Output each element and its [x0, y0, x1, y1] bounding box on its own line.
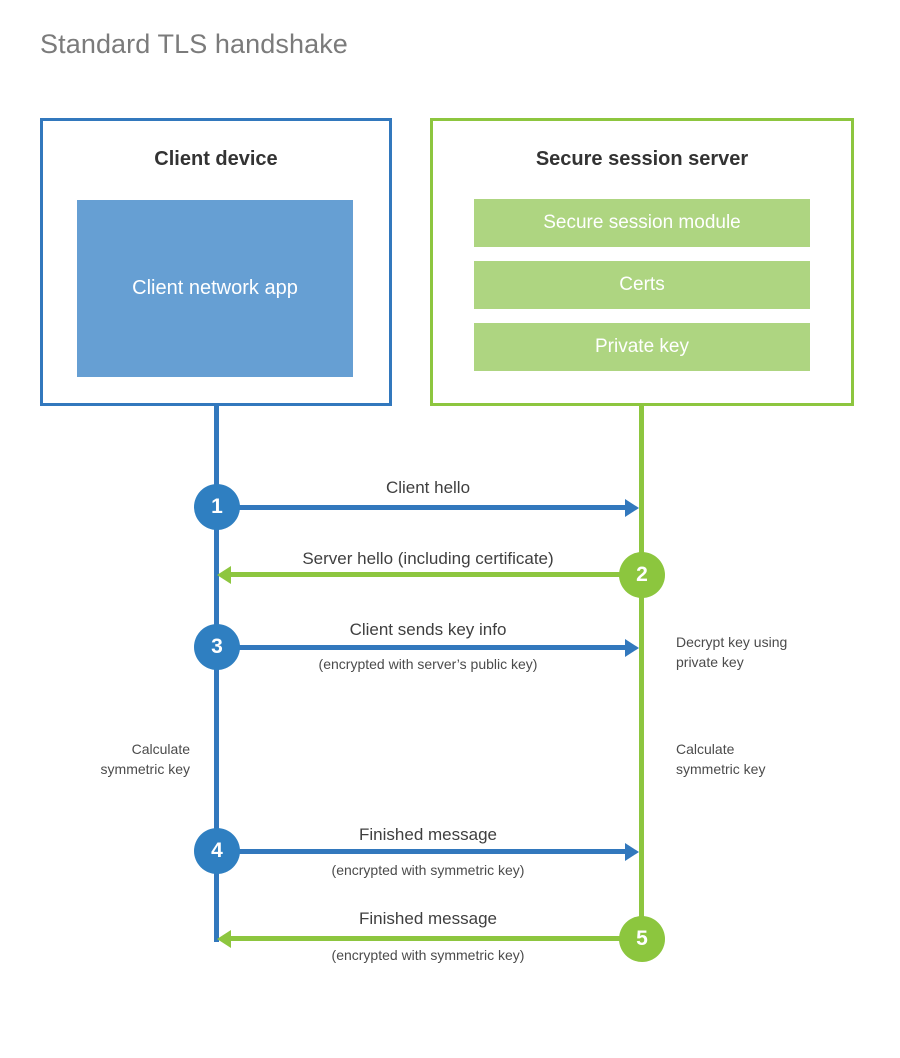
arrow-right-icon — [625, 638, 639, 657]
page-title: Standard TLS handshake — [40, 29, 348, 59]
step-4-marker[interactable]: 4 — [194, 828, 240, 874]
step-2-marker[interactable]: 2 — [619, 552, 665, 598]
step-5-label: Finished message — [359, 909, 497, 928]
client-lifeline — [214, 403, 219, 942]
step-5-sublabel: (encrypted with symmetric key) — [331, 947, 525, 963]
secure-session-server-title: Secure session server — [535, 148, 749, 170]
arrow-right-icon — [625, 498, 639, 517]
server-component-private-key: Private key — [474, 323, 810, 371]
server-lifeline — [639, 403, 644, 939]
client-network-app-block: Client network app — [77, 200, 353, 377]
step-4-sublabel: (encrypted with symmetric key) — [331, 862, 525, 878]
step-2-label: Server hello (including certificate) — [302, 549, 554, 568]
secure-session-server-box: Secure session server Secure session mod… — [430, 118, 854, 406]
arrow-left-icon — [217, 565, 231, 584]
step-3-arrow — [216, 638, 639, 657]
annotation-client-calculate-line-2: symmetric key — [100, 761, 190, 778]
step-5-arrow — [217, 929, 639, 948]
server-component-list: Secure session module Certs Private key — [474, 199, 810, 371]
annotation-decrypt-key: Decrypt key using private key — [676, 632, 787, 673]
server-component-secure-session-module: Secure session module — [474, 199, 810, 247]
annotation-server-calculate-symmetric-key: Calculate symmetric key — [676, 739, 765, 780]
annotation-decrypt-key-line-2: private key — [676, 654, 744, 671]
arrow-left-icon — [217, 929, 231, 948]
server-component-certs: Certs — [474, 261, 810, 309]
client-device-title: Client device — [154, 148, 278, 170]
step-1-label: Client hello — [385, 478, 471, 497]
arrow-right-icon — [625, 842, 639, 861]
step-4-label: Finished message — [359, 825, 497, 844]
annotation-server-calculate-line-1: Calculate — [676, 741, 735, 757]
step-3-marker[interactable]: 3 — [194, 624, 240, 670]
step-4-arrow — [216, 842, 639, 861]
step-5-marker[interactable]: 5 — [619, 916, 665, 962]
annotation-client-calculate-symmetric-key: Calculate symmetric key — [0, 739, 190, 780]
annotation-server-calculate-line-2: symmetric key — [676, 761, 766, 778]
client-device-box: Client device Client network app — [40, 118, 392, 406]
step-1-arrow — [216, 498, 639, 517]
annotation-client-calculate-line-1: Calculate — [131, 741, 190, 757]
annotation-decrypt-key-line-1: Decrypt key using — [676, 634, 788, 650]
step-2-arrow — [217, 565, 639, 584]
step-3-sublabel: (encrypted with server’s public key) — [318, 656, 538, 672]
step-3-label: Client sends key info — [349, 620, 507, 639]
step-1-marker[interactable]: 1 — [194, 484, 240, 530]
